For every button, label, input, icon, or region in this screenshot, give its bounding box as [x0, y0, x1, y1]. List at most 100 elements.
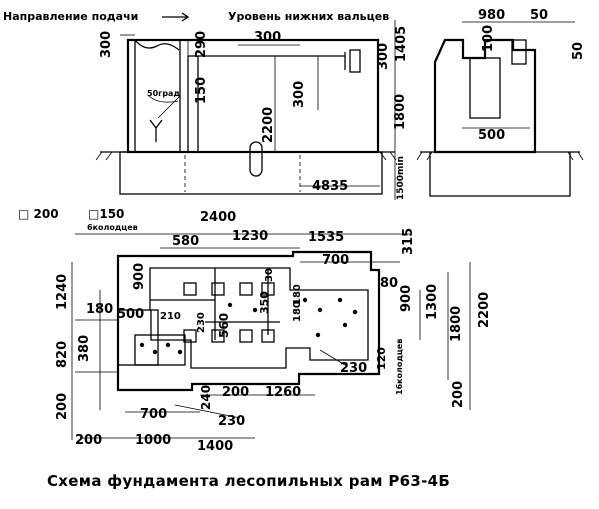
angle-leader — [157, 95, 181, 119]
dim-300-left: 300 — [99, 31, 114, 58]
anchor-dot — [317, 307, 323, 313]
dim-30: 30 — [264, 268, 275, 282]
dim-1260: 1260 — [265, 385, 301, 400]
dim-315: 315 — [401, 228, 416, 255]
well-pocket — [261, 329, 275, 343]
dim-1300: 1300 — [425, 284, 440, 320]
dim-4835: 4835 — [312, 179, 348, 194]
dim-1500min: 1500min — [396, 156, 406, 200]
anchor-dot — [177, 349, 183, 355]
side-profile — [433, 38, 537, 154]
dim-1800: 1800 — [449, 306, 464, 342]
dim-300-right: 300 — [376, 43, 391, 70]
main-block — [126, 38, 380, 154]
leader-230-right — [319, 349, 346, 366]
dim-700-top: 700 — [322, 253, 349, 268]
dim-230-bot: 230 — [218, 414, 245, 429]
lower-rollers-label: Уровень нижних вальцев — [228, 10, 389, 23]
dim-50-top: 50 — [530, 8, 548, 23]
dim-900-right: 900 — [399, 285, 414, 312]
anchor-dot — [165, 342, 171, 348]
anchor-dot — [337, 297, 343, 303]
dim-230-right: 230 — [340, 361, 367, 376]
plan-outline — [116, 250, 381, 392]
dim-380: 380 — [77, 335, 92, 362]
dim-580: 580 — [172, 234, 199, 249]
anchor-dot — [302, 297, 308, 303]
side-ground-hatch — [416, 151, 584, 161]
dim-1400: 1400 — [197, 439, 233, 454]
dim-sq150: □150 — [88, 207, 124, 221]
dim-sq200: □ 200 — [18, 207, 59, 221]
dim-230-in: 230 — [196, 312, 207, 333]
leader-230 — [174, 404, 241, 419]
anchor-bolt-left — [149, 119, 163, 142]
dim-900-left: 900 — [132, 263, 147, 290]
anchor-dot — [152, 349, 158, 355]
plan-view: □ 200 □150 6колодцев 2400 580 1230 1535 … — [18, 207, 492, 454]
dim-180-in2: 180 — [292, 301, 303, 322]
dim-200-bot: 200 — [222, 385, 249, 400]
anchor-dot — [139, 342, 145, 348]
well-pocket — [211, 282, 225, 296]
dim-1000: 1000 — [135, 433, 171, 448]
well-pocket — [239, 282, 253, 296]
pit-curve — [134, 39, 180, 51]
well-pockets — [183, 282, 275, 343]
drawing-caption: Схема фундамента лесопильных рам Р63-4Б — [47, 472, 451, 490]
side-notch — [511, 39, 527, 65]
dim-1800: 1800 — [393, 94, 408, 130]
dim-80: 80 — [380, 276, 398, 291]
dim-100: 100 — [481, 25, 496, 52]
dim-2200: 2200 — [477, 292, 492, 328]
elevation-view: Направление подачи Уровень нижних вальце… — [3, 10, 409, 200]
dim-240: 240 — [199, 385, 213, 410]
dim-290: 290 — [194, 31, 209, 58]
dim-200-right: 200 — [451, 381, 466, 408]
dim-820: 820 — [55, 341, 70, 368]
dim-150: 150 — [194, 77, 209, 104]
side-view: 980 50 100 50 500 — [416, 8, 586, 197]
dim-700-bot: 700 — [140, 407, 167, 422]
dim-2400: 2400 — [200, 210, 236, 225]
dim-1405: 1405 — [394, 26, 409, 62]
dim-1230: 1230 — [232, 229, 268, 244]
well-pocket — [211, 329, 225, 343]
dim-300-mid: 300 — [292, 81, 307, 108]
anchor-dot — [315, 332, 321, 338]
dim-180: 180 — [86, 302, 113, 317]
dim-500: 500 — [117, 307, 144, 322]
dim-180-in: 180 — [292, 284, 303, 305]
dim-50grad: 50град — [147, 89, 180, 98]
dim-1535: 1535 — [308, 230, 344, 245]
dim-300-top: 300 — [254, 30, 281, 45]
dim-980: 980 — [478, 8, 505, 23]
well-pocket — [183, 329, 197, 343]
wells-6-label: 6колодцев — [87, 223, 138, 232]
side-base — [429, 152, 571, 197]
anchor-dot — [252, 307, 258, 313]
well-pocket — [239, 329, 253, 343]
roller-pocket — [349, 49, 361, 73]
ground-hatch — [95, 151, 397, 161]
well-pocket — [261, 282, 275, 296]
anchor-dots — [139, 297, 358, 355]
dim-200-left: 200 — [55, 393, 70, 420]
plan-inner-contour — [149, 267, 369, 369]
wells-16-label: 16колодцев — [395, 339, 404, 395]
plan-left-pit-inner — [134, 334, 186, 366]
dim-2200: 2200 — [261, 107, 276, 143]
dim-1240: 1240 — [55, 274, 70, 310]
anchor-dot — [352, 309, 358, 315]
anchor-dot — [342, 322, 348, 328]
dim-120: 120 — [375, 347, 388, 370]
feed-direction-label: Направление подачи — [3, 10, 138, 23]
feed-arrow — [162, 12, 190, 22]
anchor-bolt-center — [249, 141, 263, 177]
side-pocket — [469, 57, 501, 119]
dim-560: 560 — [217, 313, 231, 338]
dim-210: 210 — [160, 311, 181, 322]
dim-500-side: 500 — [478, 128, 505, 143]
dim-50-right: 50 — [571, 42, 586, 60]
